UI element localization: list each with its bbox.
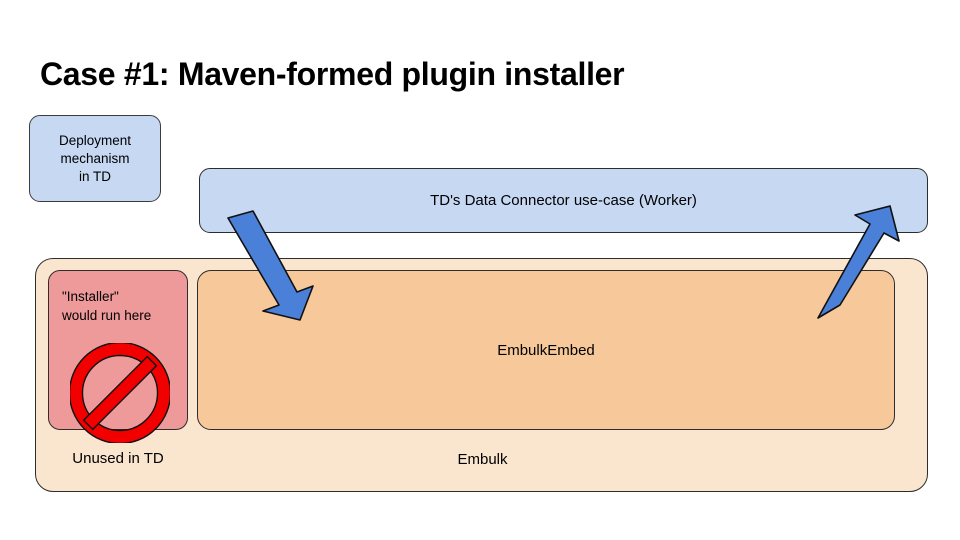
- installer-line-1: "Installer": [62, 289, 119, 304]
- legend-line-2: mechanism: [60, 150, 130, 166]
- worker-banner: TD's Data Connector use-case (Worker): [199, 168, 928, 233]
- legend-text: Deployment mechanism in TD: [59, 132, 131, 186]
- deployment-mechanism-legend: Deployment mechanism in TD: [29, 115, 161, 202]
- legend-line-3: in TD: [78, 168, 111, 184]
- installer-line-2: would run here: [62, 308, 152, 323]
- page-title: Case #1: Maven-formed plugin installer: [40, 56, 625, 92]
- embulkembed-label: EmbulkEmbed: [497, 341, 595, 359]
- worker-banner-label: TD's Data Connector use-case (Worker): [430, 192, 697, 209]
- legend-line-1: Deployment: [58, 132, 132, 148]
- embulkembed-box: EmbulkEmbed: [197, 270, 895, 430]
- no-entry-icon: [70, 343, 170, 443]
- installer-text: "Installer" would run here: [62, 287, 182, 325]
- embulk-container-label: Embulk: [457, 451, 508, 468]
- installer-caption: Unused in TD: [72, 450, 164, 467]
